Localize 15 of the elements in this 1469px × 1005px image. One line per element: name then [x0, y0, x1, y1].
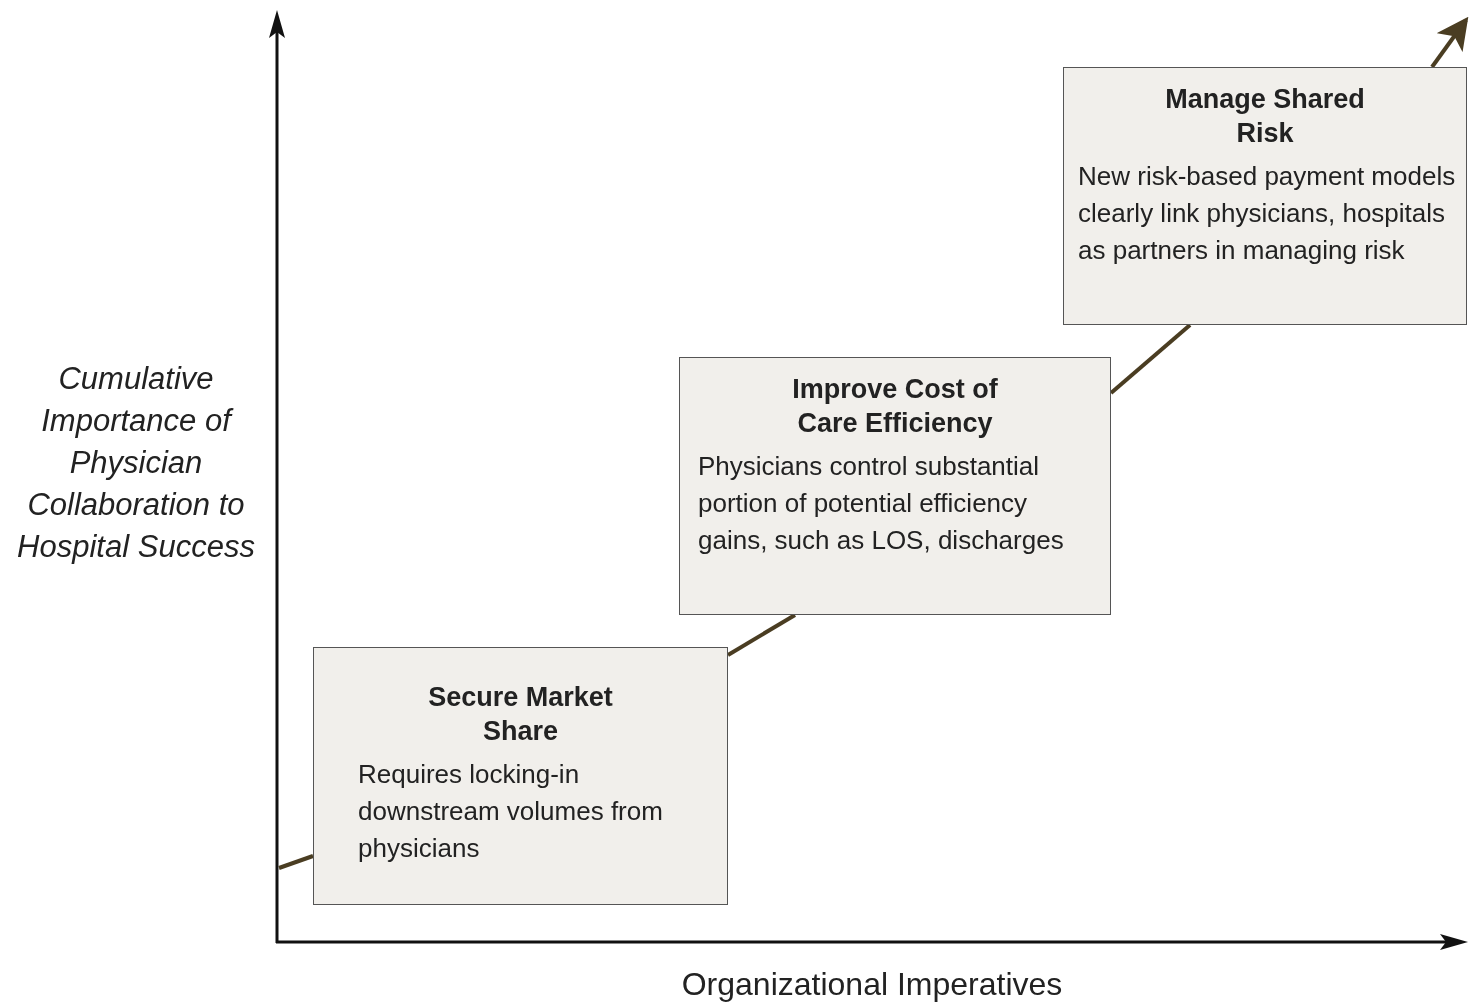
- y-axis-label: Cumulative Importance of Physician Collaboration to Hospital Success: [16, 360, 256, 566]
- curve-line: [1430, 16, 1469, 69]
- stage-title: Improve Cost of Care Efficiency: [791, 373, 999, 440]
- curve-line: [1109, 323, 1192, 395]
- stage-box: [313, 647, 728, 905]
- x-axis-label: Organizational Imperatives: [680, 965, 1064, 1004]
- stage-description: Physicians control substantial portion of potential efficiency gains, such as LOS, discharges: [698, 450, 1065, 557]
- curve-line: [278, 854, 314, 870]
- stage-description: New risk-based payment models clearly link physicians, hospitals as partners in managing risk: [1078, 160, 1457, 267]
- stage-box: [1063, 67, 1467, 325]
- stage-title: Manage Shared Risk: [1164, 83, 1366, 150]
- stage-description: Requires locking-in downstream volumes from physicians: [358, 758, 664, 865]
- stage-box: [679, 357, 1111, 615]
- stage-title: Secure Market Share: [427, 681, 614, 748]
- curve-line: [726, 613, 797, 657]
